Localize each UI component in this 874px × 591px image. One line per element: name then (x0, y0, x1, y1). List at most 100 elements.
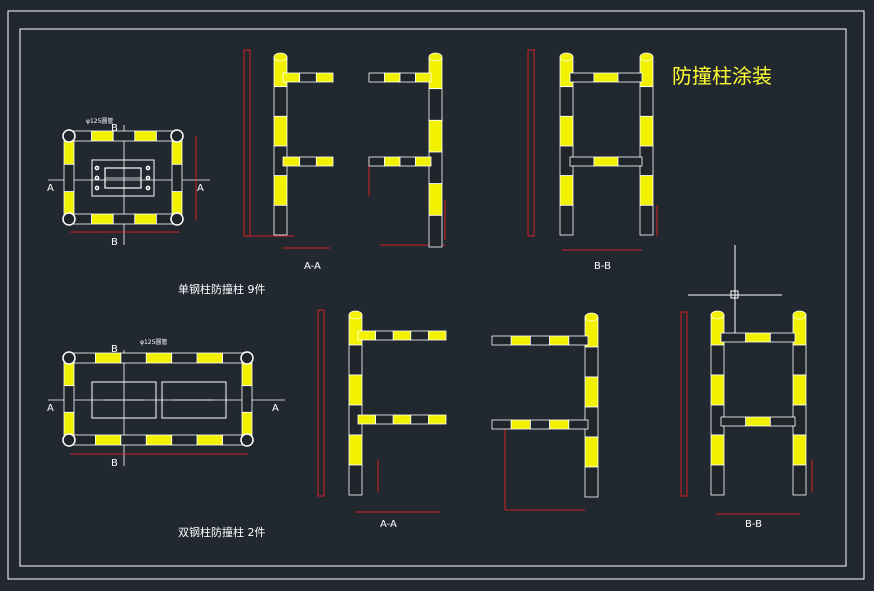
stripe-segment (63, 163, 75, 193)
stripe-segment (510, 419, 531, 430)
double-plan-left-rail (63, 358, 75, 440)
double-plan-right-rail (241, 358, 253, 440)
stripe-segment (241, 385, 253, 413)
stripe-segment (375, 330, 394, 341)
double-plan-post-br (240, 433, 254, 447)
stripe-segment (745, 416, 771, 427)
stripe-segment (769, 332, 796, 343)
double-marker-b-top: B (111, 344, 118, 355)
stripe-segment (559, 86, 574, 117)
single-pipe-note: φ125圆管 (86, 118, 114, 125)
stripe-segment (384, 156, 401, 167)
stripe-segment (710, 434, 725, 466)
stripe-segment (568, 335, 589, 346)
stripe-segment (639, 115, 654, 147)
stripe-segment (639, 175, 654, 206)
stripe-segment (145, 434, 173, 446)
double-aa-arm-mid (357, 414, 447, 425)
single-bb-post-right (428, 56, 443, 248)
double-c-arm-top (720, 332, 796, 343)
stripe-segment (384, 72, 401, 83)
stripe-segment (415, 156, 432, 167)
post-cap (584, 312, 599, 322)
stripe-segment (375, 414, 394, 425)
single-plan-post-bl (62, 212, 76, 226)
stripe-segment (559, 204, 574, 236)
stripe-segment (769, 416, 796, 427)
single-c-post-left (559, 56, 574, 236)
stripe-segment (134, 213, 157, 225)
double-section-bb: B-B (745, 519, 762, 530)
stripe-segment (315, 156, 334, 167)
post-cap (792, 310, 807, 320)
single-marker-b-top: B (111, 123, 118, 134)
single-c-arm-top (569, 72, 643, 83)
double-plan-top-rail (69, 352, 249, 364)
stripe-segment (368, 156, 385, 167)
stripe-segment (273, 86, 288, 117)
stripe-segment (428, 214, 443, 248)
double-marker-b-bottom: B (111, 458, 118, 469)
single-plan-post-tr (170, 129, 184, 143)
stripe-segment (392, 330, 412, 341)
stripe-segment (559, 115, 574, 147)
stripe-segment (710, 464, 725, 496)
stripe-segment (720, 416, 747, 427)
stripe-segment (549, 419, 570, 430)
stripe-segment (392, 414, 412, 425)
stripe-segment (348, 374, 363, 406)
stripe-segment (530, 419, 551, 430)
stripe-segment (368, 72, 385, 83)
stripe-segment (428, 183, 443, 216)
stripe-segment (95, 434, 122, 446)
stripe-segment (428, 88, 443, 121)
double-c-arm-mid (720, 416, 796, 427)
stripe-segment (745, 332, 771, 343)
stripe-segment (282, 72, 301, 83)
post-cap (348, 310, 363, 320)
stripe-segment (171, 434, 198, 446)
stripe-segment (593, 72, 619, 83)
stripe-segment (710, 344, 725, 376)
stripe-segment (134, 130, 157, 142)
inner-frame (19, 28, 847, 567)
double-aa-post (348, 314, 363, 496)
stripe-segment (91, 130, 114, 142)
single-marker-a-left: A (47, 183, 54, 194)
post-cap (639, 52, 654, 62)
post-cap (559, 52, 574, 62)
stripe-segment (410, 414, 429, 425)
single-plan-post-tl (62, 129, 76, 143)
stripe-segment (120, 434, 147, 446)
stripe-segment (792, 374, 807, 406)
anchor-bolt (94, 185, 100, 191)
stripe-segment (427, 330, 447, 341)
stripe-segment (415, 72, 432, 83)
stripe-segment (617, 72, 643, 83)
double-plan-post-tr (240, 351, 254, 365)
stripe-segment (171, 352, 198, 364)
single-c-post-right (639, 56, 654, 236)
double-bb-arm-top (491, 335, 589, 346)
single-bb-arm-mid (368, 156, 432, 167)
stripe-segment (315, 72, 334, 83)
single-section-bb: B-B (594, 261, 611, 272)
stripe-segment (720, 332, 747, 343)
single-marker-a-right: A (197, 183, 204, 194)
anchor-bolt (94, 175, 100, 181)
stripe-segment (584, 376, 599, 408)
single-aa-arm-mid (282, 156, 334, 167)
stripe-segment (569, 156, 595, 167)
stripe-segment (549, 335, 570, 346)
stripe-segment (63, 385, 75, 413)
stripe-segment (584, 466, 599, 498)
double-bb-post-right (584, 316, 599, 498)
double-marker-a-right: A (272, 403, 279, 414)
stripe-segment (584, 436, 599, 468)
double-bb-arm-mid (491, 419, 589, 430)
stripe-segment (273, 204, 288, 236)
single-caption: 单钢柱防撞柱 9件 (178, 283, 266, 296)
stripe-segment (399, 72, 416, 83)
stripe-segment (617, 156, 643, 167)
